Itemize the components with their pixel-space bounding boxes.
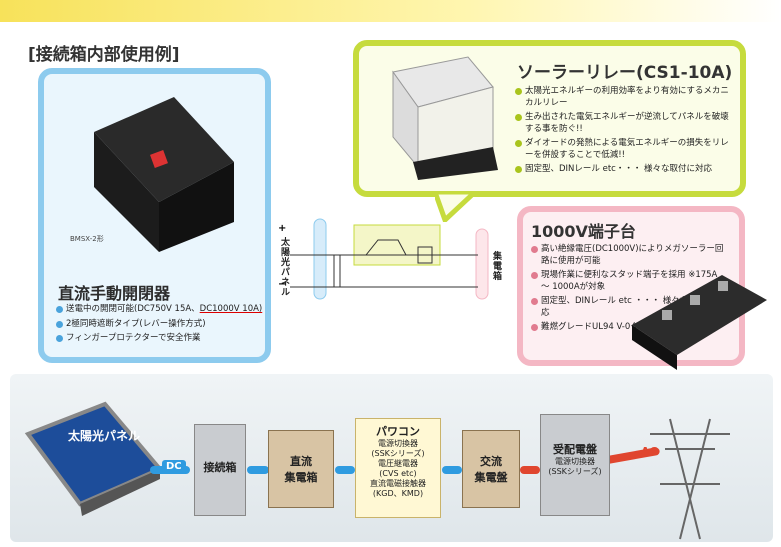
relay-bullet: ダイオードの発熱による電気エネルギーの損失をリレーを併設することで低減!! bbox=[515, 138, 730, 161]
breaker-bullet: 2極同時遮断タイプ(レバー操作方式) bbox=[56, 319, 266, 331]
distribution-board-title: 受配電盤 bbox=[553, 443, 597, 456]
junction-box-label: 接続箱 bbox=[203, 461, 237, 474]
dc-tag: DC bbox=[162, 460, 186, 473]
breaker-bullet: フィンガープロテクターで安全作業 bbox=[56, 333, 266, 345]
diagram-minus-label: − bbox=[278, 279, 287, 290]
diagram-plus-label: + bbox=[278, 223, 287, 234]
breaker-title: 直流手動開閉器 bbox=[58, 284, 171, 303]
terminal-product-image bbox=[632, 275, 767, 370]
breaker-model-label: BMSX-2形 bbox=[70, 235, 104, 243]
junction-box: 接続箱 bbox=[194, 424, 246, 516]
relay-bullet: 太陽光エネルギーの利用効率をより有効にするメカニカルリレー bbox=[515, 86, 730, 109]
ac-collector-box: 交流 集電盤 bbox=[462, 430, 520, 508]
system-flow: 太陽光パネル DC AC 接続箱 直流 集電箱 パワコン 電源切換器 (SSKシ… bbox=[10, 374, 773, 542]
ac-collector-line1: 交流 bbox=[480, 455, 502, 468]
power-conditioner-box: パワコン 電源切換器 (SSKシリーズ) 電圧継電器 (CVS etc) 直流電… bbox=[355, 418, 441, 518]
distribution-board-box: 受配電盤 電源切換器 (SSKシリーズ) bbox=[540, 414, 610, 516]
flow-solar-label: 太陽光パネル bbox=[68, 429, 141, 443]
ac-tag: AC bbox=[641, 445, 658, 458]
breaker-bullet: 送電中の開閉可能(DC750V 15A、DC1000V 10A) bbox=[56, 304, 266, 316]
wiring-diagram: 太陽光パネル 集電箱 + − bbox=[278, 215, 508, 310]
ac-line-1 bbox=[520, 466, 540, 474]
dc-collector-box: 直流 集電箱 bbox=[268, 430, 334, 508]
terminal-bullet: 固定型、DINレール etc ・・・ 様々な取付に対応 bbox=[531, 296, 726, 319]
ac-collector-line2: 集電盤 bbox=[474, 471, 508, 484]
pcs-sub: 電圧継電器 bbox=[378, 459, 418, 468]
relay-title: ソーラーリレー(CS1-10A) bbox=[517, 63, 733, 83]
terminal-title: 1000V端子台 bbox=[531, 222, 636, 241]
relay-product-image bbox=[392, 56, 498, 180]
distribution-board-sub: 電源切換器 bbox=[555, 457, 595, 466]
relay-panel: ソーラーリレー(CS1-10A) 太陽光エネルギーの利用効率をより有効にするメカ… bbox=[353, 40, 746, 197]
relay-bullet: 固定型、DINレール etc・・・ 様々な取付に対応 bbox=[515, 164, 730, 176]
dc-collector-line1: 直流 bbox=[290, 455, 312, 468]
pcs-sub: 電源切換器 bbox=[378, 439, 418, 448]
pcs-title: パワコン bbox=[376, 425, 420, 438]
relay-bullet: 生み出された電気エネルギーが逆流してパネルを破壊する事を防ぐ!! bbox=[515, 112, 730, 135]
relay-callout-pointer bbox=[435, 192, 479, 222]
pcs-sub: (CVS etc) bbox=[379, 469, 417, 478]
dc-line-2 bbox=[247, 466, 269, 474]
breaker-panel: BMSX-2形 直流手動開閉器 送電中の開閉可能(DC750V 15A、DC10… bbox=[38, 68, 271, 363]
page-title: [接続箱内部使用例] bbox=[28, 45, 180, 65]
diagram-collector-label: 集電箱 bbox=[491, 251, 501, 281]
diagram-panel-label: 太陽光パネル bbox=[279, 237, 289, 297]
terminal-bullet: 難燃グレードUL94 V-0クラスを対応 bbox=[531, 322, 726, 334]
distribution-board-sub: (SSKシリーズ) bbox=[548, 467, 602, 476]
diagram-wires bbox=[290, 218, 489, 300]
dc-collector-line2: 集電箱 bbox=[284, 471, 318, 484]
dc-line-4 bbox=[442, 466, 462, 474]
pcs-sub: (SSKシリーズ) bbox=[371, 449, 425, 458]
pcs-sub: 直流電磁接触器 bbox=[370, 479, 426, 488]
terminal-bullet: 現場作業に便利なスタッド端子を採用 ※175A ～ 1000Aが対象 bbox=[531, 270, 726, 293]
dc-line-3 bbox=[335, 466, 355, 474]
top-stripe bbox=[0, 0, 781, 22]
breaker-product-image bbox=[94, 97, 234, 252]
pcs-sub: (KGD、KMD) bbox=[372, 489, 424, 498]
terminal-bullet: 高い絶縁電圧(DC1000V)によりメガソーラー回路に使用が可能 bbox=[531, 244, 726, 267]
